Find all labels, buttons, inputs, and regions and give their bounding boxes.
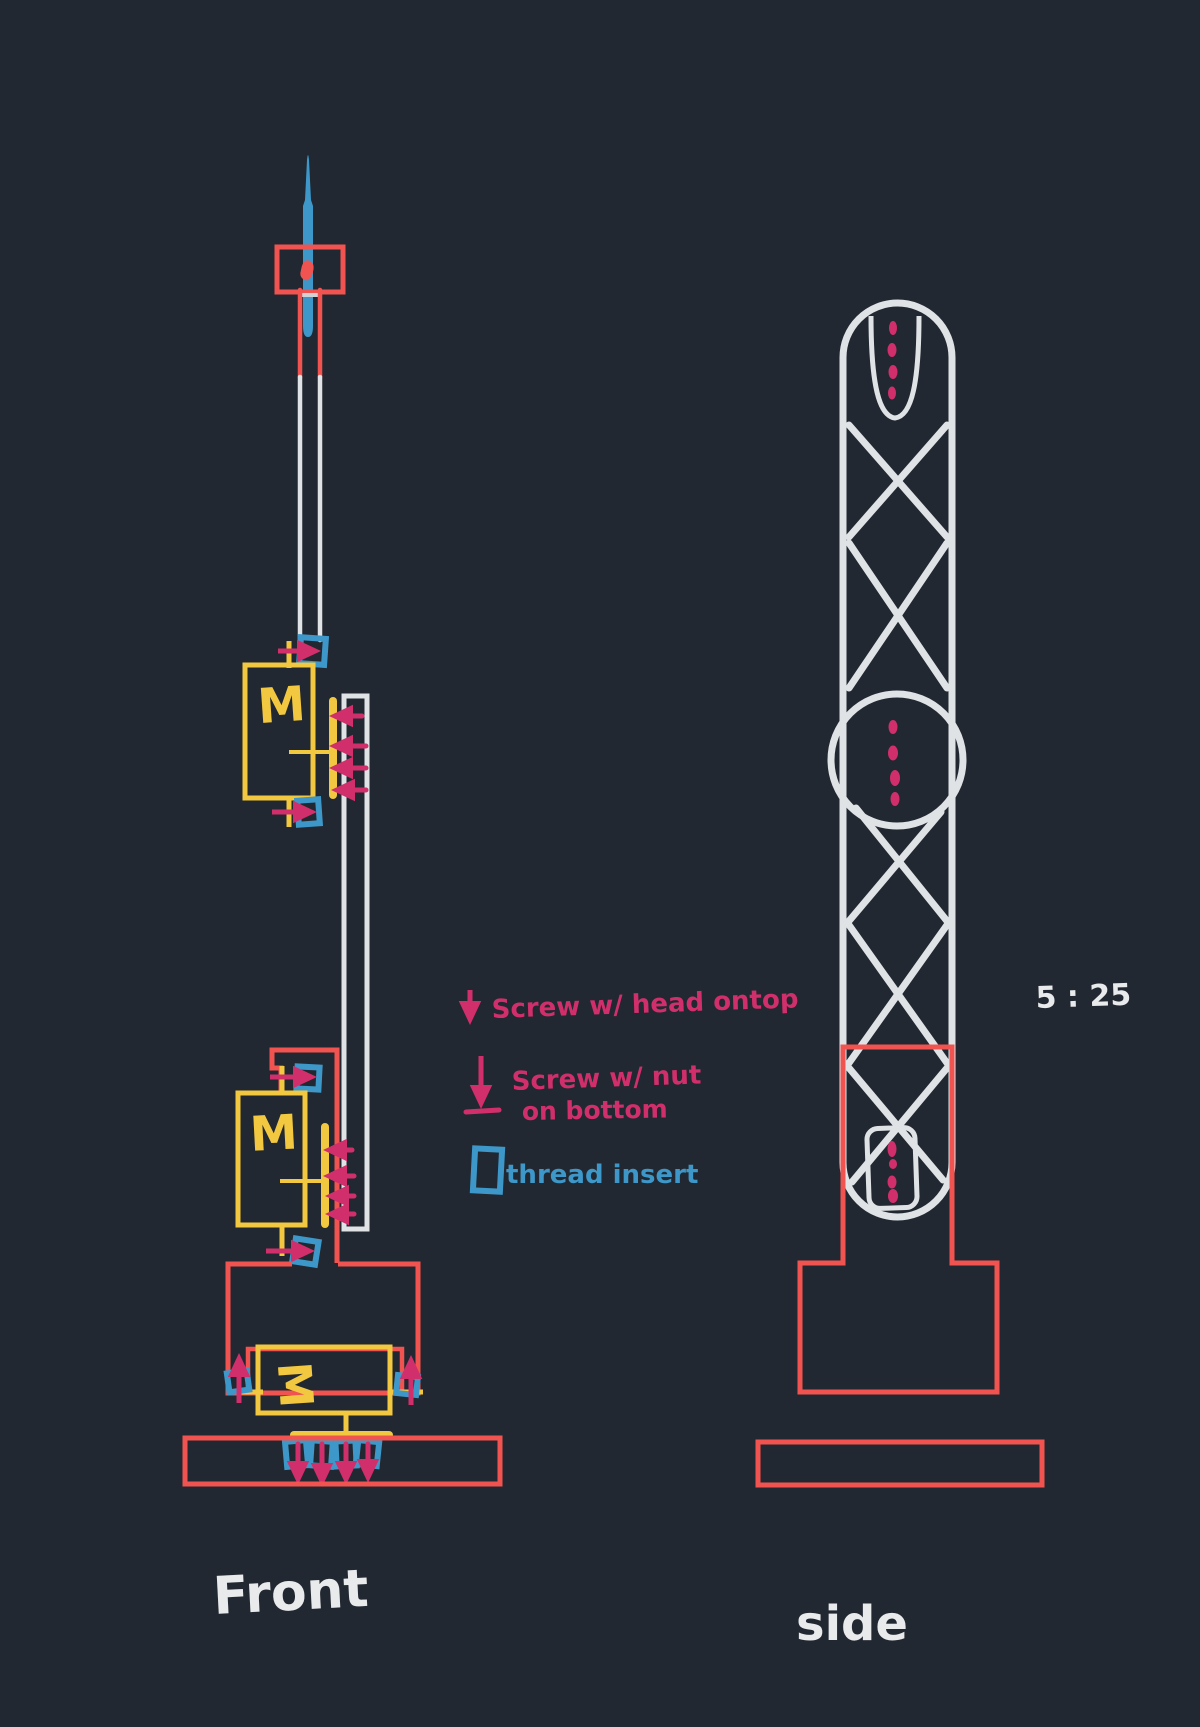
legend-item-screw-head: Screw w/ head ontop — [458, 984, 799, 1026]
motor-label: M — [249, 1104, 300, 1162]
legend-label: on bottom — [522, 1094, 668, 1126]
front-view-label: Front — [212, 1559, 370, 1627]
side-base-plate — [755, 1439, 1045, 1488]
legend-item-thread-insert: thread insert — [469, 1145, 698, 1195]
side-view-label: side — [796, 1596, 908, 1652]
top-slot-outline — [868, 315, 922, 421]
upper-screw-arrows — [328, 704, 369, 802]
bearing-circle — [827, 690, 967, 830]
lower-screw-arrows — [322, 1138, 357, 1226]
upper-link-rails — [297, 287, 323, 643]
upper-motor-assembly: M — [242, 633, 337, 828]
lower-motor-assembly: M — [235, 1063, 329, 1269]
legend-item-screw-nut: Screw w/ nut on bottom — [463, 1056, 702, 1126]
column-outline — [839, 299, 956, 1221]
motor-box — [242, 662, 316, 801]
second-link-plate — [341, 693, 370, 1232]
holder-mark — [300, 260, 314, 281]
bottom-slot-outline — [864, 1125, 920, 1211]
top-rivet-dots — [887, 321, 898, 400]
bottom-rivet-dots — [887, 1141, 898, 1203]
tool-holder-outline — [274, 244, 346, 295]
legend-label: Screw w/ head ontop — [491, 984, 799, 1025]
thread-insert-icon — [469, 1145, 506, 1195]
tool-tip — [274, 155, 346, 337]
lattice-bracing — [845, 421, 951, 1186]
mid-rivet-dots — [888, 720, 900, 806]
motor-label: M — [256, 676, 308, 735]
motor-label: M — [267, 1360, 324, 1409]
side-view-drawing — [755, 299, 1045, 1488]
legend: Screw w/ head ontop Screw w/ nut on bott… — [458, 984, 799, 1195]
scale-note: 5 : 25 — [1035, 978, 1132, 1016]
base-block: M — [223, 1261, 423, 1488]
legend-label: thread insert — [506, 1160, 698, 1190]
nut-strip — [321, 1123, 329, 1228]
base-motor-box — [255, 1344, 393, 1416]
pedestal-outline — [797, 1044, 1000, 1395]
front-view-drawing: M M — [182, 155, 503, 1488]
nut-strip — [329, 697, 337, 799]
legend-label: Screw w/ nut — [511, 1060, 702, 1097]
mount-screw-arrows — [286, 1441, 380, 1488]
motor-box — [235, 1090, 308, 1228]
front-base-plate — [182, 1435, 503, 1487]
thread-insert-icon — [392, 1371, 422, 1399]
screw-nut-underline — [463, 1107, 502, 1115]
